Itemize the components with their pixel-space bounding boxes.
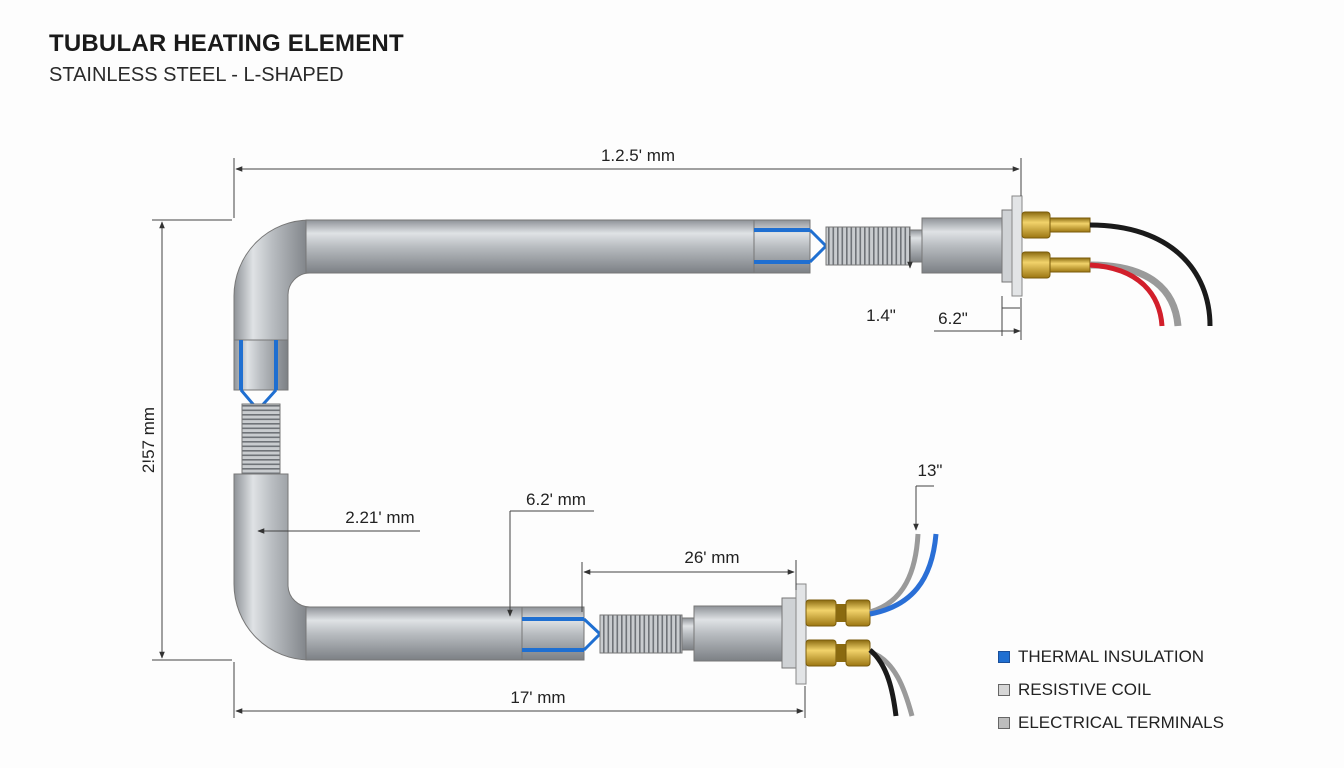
legend-swatch-terminals [998, 716, 1010, 729]
upper-resistive-coil [825, 226, 911, 266]
lower-resistive-coil [599, 614, 683, 654]
dim-inner-offset: 2.21' mm [345, 508, 414, 527]
upper-terminal-housing [921, 217, 1003, 274]
black-wire [1089, 222, 1213, 327]
legend-swatch-coil [998, 683, 1010, 696]
legend-item-thermal-insulation: THERMAL INSULATION [998, 640, 1224, 673]
upper-electrical-terminals [1021, 211, 1091, 279]
vertical-insulation [239, 340, 278, 390]
lower-tube-arm [233, 473, 939, 717]
dim-lower-coil: 26' mm [684, 548, 739, 567]
dim-bottom-length: 17' mm [510, 688, 565, 707]
upper-flange [1011, 195, 1023, 297]
legend-item-electrical-terminals: ELECTRICAL TERMINALS [998, 706, 1224, 739]
page-title: TUBULAR HEATING ELEMENT [49, 30, 404, 57]
red-wire [1089, 262, 1165, 327]
dim-lower-sleeve: 6.2' mm [526, 490, 586, 509]
lower-black-wire [868, 648, 899, 717]
dim-left-height: 2!57 mm [139, 407, 158, 473]
legend-label: RESISTIVE COIL [1018, 679, 1152, 699]
lower-terminal-housing [693, 605, 783, 662]
vertical-resistive-coil [241, 403, 281, 475]
upper-tube-arm [233, 195, 1213, 341]
upper-insulation-sleeve [753, 219, 811, 274]
legend-label: THERMAL INSULATION [1018, 646, 1205, 666]
legend-item-resistive-coil: RESISTIVE COIL [998, 673, 1224, 706]
vertical-tube-segment [233, 339, 289, 475]
dim-upper-terminal: 6.2" [938, 309, 968, 328]
page-subtitle: STAINLESS STEEL - L-SHAPED [49, 64, 344, 86]
lower-blue-wire [869, 533, 939, 617]
lower-grey-wire-top [869, 533, 921, 615]
lower-electrical-terminals [805, 599, 871, 667]
legend: THERMAL INSULATION RESISTIVE COIL ELECTR… [998, 640, 1224, 739]
lower-flange [795, 583, 807, 685]
dim-top-length: 1.2.5' mm [601, 146, 675, 165]
dim-lower-wire: 13" [918, 461, 943, 480]
legend-label: ELECTRICAL TERMINALS [1018, 712, 1224, 732]
dim-upper-gap: 1.4" [866, 306, 896, 325]
dimension-lines [152, 158, 1022, 718]
lower-insulation-sleeve [521, 606, 585, 661]
legend-swatch-insulation [998, 650, 1010, 663]
